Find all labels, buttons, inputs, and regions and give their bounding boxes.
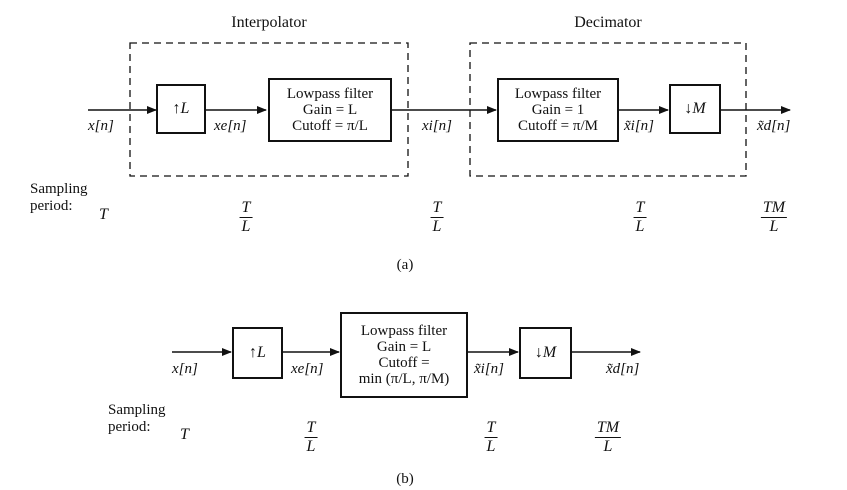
period-b-2-num: T [304,419,318,438]
signal-a-xi: xi[n] [422,118,452,134]
signal-a-xd-tilde: x̃d[n] [757,118,791,134]
lpf-a1-cutoff: Cutoff = π/L [292,118,368,134]
upsampler-block-a: ↑L [156,84,206,134]
period-a-4-den: L [635,218,645,235]
period-b-2: T L [304,419,318,456]
downsampler-block-b: ↓M [519,327,572,379]
sampling-label-a-2: period: [30,198,73,214]
period-a-3-num: T [430,199,444,218]
lpf-a1-gain: Gain = L [302,102,358,118]
downsampler-block-a: ↓M [669,84,721,134]
sampling-label-b-2: period: [108,419,151,435]
period-b-3-num: T [484,419,498,438]
period-b-3-den: L [486,438,496,455]
signal-b-xd-tilde: x̃d[n] [606,361,640,377]
period-a-4-num: T [633,199,647,218]
period-a-5: TM L [760,199,788,236]
signal-b-xe: xe[n] [291,361,324,377]
period-b-1: T [180,426,189,443]
period-a-3-den: L [432,218,442,235]
period-b-3: T L [484,419,498,456]
decimator-label: Decimator [574,14,642,31]
caption-a: (a) [396,257,414,273]
signal-a-xe: xe[n] [214,118,247,134]
signal-b-xi-tilde: x̃i[n] [474,361,504,377]
signal-a-xi-tilde: x̃i[n] [624,118,654,134]
lpf-a2-cutoff: Cutoff = π/M [518,118,598,134]
period-b-2-den: L [306,438,316,455]
period-a-4: T L [633,199,647,236]
period-b-4: TM L [594,419,622,456]
lowpass-filter-block-a1: Lowpass filter Gain = L Cutoff = π/L [268,78,392,142]
sampling-label-b-1: Sampling [108,402,166,418]
period-a-5-den: L [769,218,779,235]
period-b-4-den: L [603,438,613,455]
period-a-2-den: L [241,218,251,235]
period-a-1: T [99,206,108,223]
lpf-a1-title: Lowpass filter [286,86,374,102]
interpolator-label: Interpolator [231,14,307,31]
caption-b: (b) [396,471,414,487]
lpf-b-cutoff-1: Cutoff = [378,355,430,371]
upsampler-block-b: ↑L [232,327,283,379]
lpf-a2-gain: Gain = 1 [531,102,585,118]
lpf-b-cutoff-2: min (π/L, π/M) [358,371,450,387]
period-a-2: T L [239,199,253,236]
signal-a-input: x[n] [88,118,114,134]
period-a-3: T L [430,199,444,236]
signal-b-input: x[n] [172,361,198,377]
lowpass-filter-block-a2: Lowpass filter Gain = 1 Cutoff = π/M [497,78,619,142]
lpf-a2-title: Lowpass filter [514,86,602,102]
sampling-label-a-1: Sampling [30,181,88,197]
lpf-b-gain: Gain = L [376,339,432,355]
lpf-b-title: Lowpass filter [360,323,448,339]
period-a-5-num: TM [760,199,788,218]
lowpass-filter-block-b: Lowpass filter Gain = L Cutoff = min (π/… [340,312,468,398]
period-a-2-num: T [239,199,253,218]
period-b-4-num: TM [594,419,622,438]
interpolator-group-box [129,42,409,177]
